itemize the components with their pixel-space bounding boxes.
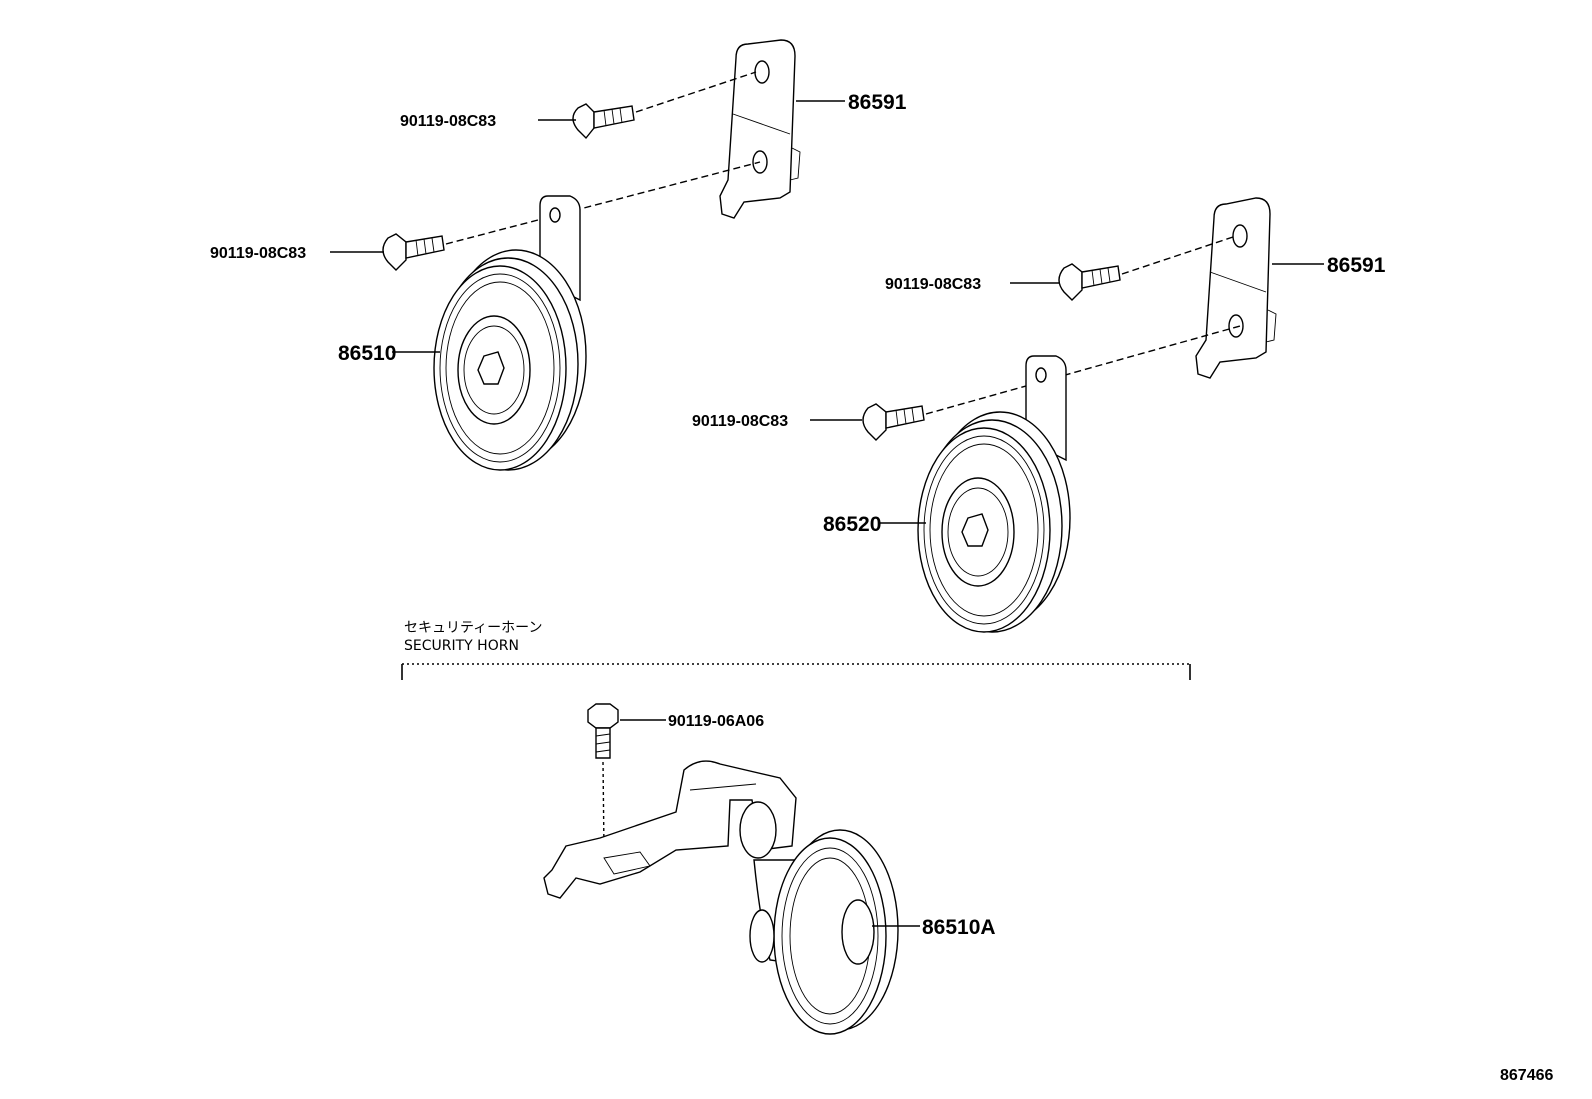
label-86510: 86510	[338, 342, 396, 365]
bolt-90119-08C83-4	[862, 403, 925, 441]
bracket-86591-right	[1195, 197, 1277, 379]
label-86591-left: 86591	[848, 91, 907, 114]
label-bolt-4: 90119-08C83	[692, 413, 788, 430]
horn-86510	[433, 195, 587, 471]
section-bracket-line	[401, 663, 1191, 680]
bolt-90119-06A06	[587, 703, 619, 759]
label-bolt-1: 90119-08C83	[400, 113, 496, 130]
label-bolt-2: 90119-08C83	[210, 245, 306, 262]
label-86591-right: 86591	[1327, 254, 1386, 277]
bracket-86591-left	[719, 39, 801, 219]
bolt-90119-08C83-3	[1058, 263, 1121, 301]
figure-number: 867466	[1500, 1067, 1553, 1084]
security-horn-86510A	[543, 760, 899, 1035]
section-title-jp: セキュリティーホーン	[404, 620, 542, 636]
bolt-90119-08C83-2	[382, 233, 445, 271]
label-86510A: 86510A	[922, 916, 996, 939]
section-title-en: SECURITY HORN	[404, 638, 519, 654]
label-bolt-3: 90119-08C83	[885, 276, 981, 293]
horn-86520	[917, 355, 1071, 633]
bolt-90119-08C83-1	[572, 103, 635, 140]
label-86520: 86520	[823, 513, 881, 536]
label-90119-06A06: 90119-06A06	[668, 713, 764, 730]
